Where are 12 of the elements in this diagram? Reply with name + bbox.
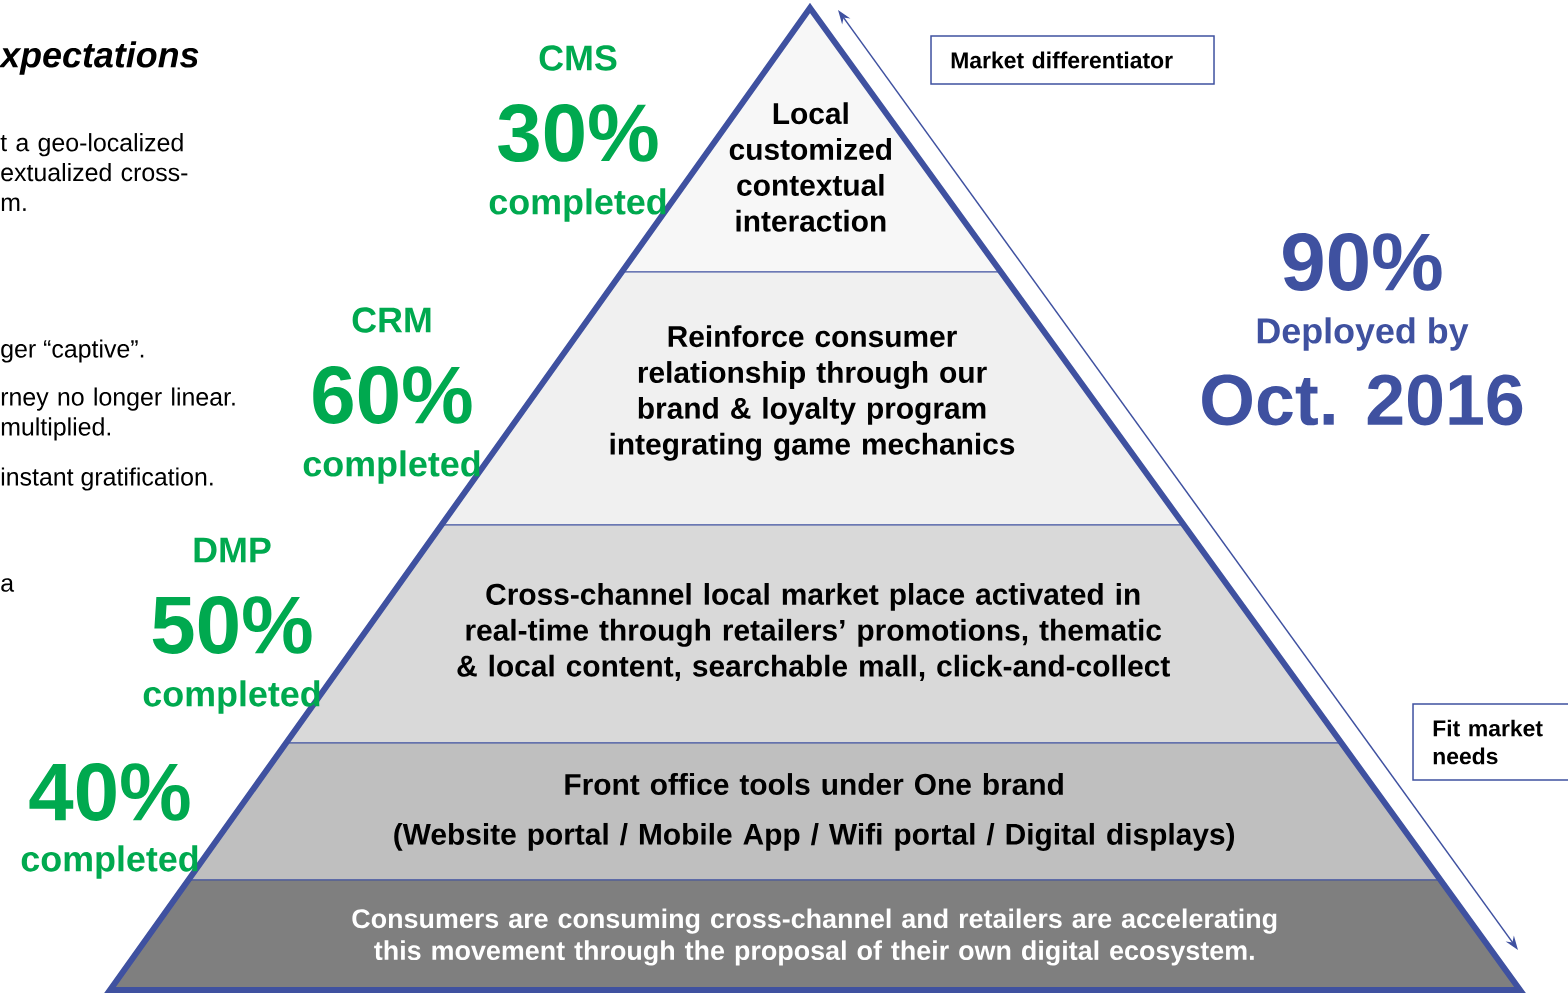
bullet-text: ger “captive”.	[1, 339, 144, 363]
bullet-text: a	[1, 578, 15, 592]
text-box: Market differentiator	[930, 35, 1215, 85]
pyramid-layer: Consumers are consuming cross-channel and retailers are accelerating this movement through the proposal of their own digital ecosystem.	[109, 879, 1521, 991]
bullet-text: instant gratification.	[1, 467, 213, 491]
bullet-text: t a geo-localized extualized cross- m.	[0, 133, 188, 211]
text-box: Fit market needs	[1412, 703, 1568, 781]
caption: Deployed by	[1257, 317, 1469, 351]
bullet-text: rney no longer linear. multiplied.	[1, 387, 235, 441]
percentage: 90%	[1283, 233, 1442, 291]
percentage: Oct. 2016	[1202, 374, 1523, 426]
percentage: 40%	[29, 763, 190, 821]
